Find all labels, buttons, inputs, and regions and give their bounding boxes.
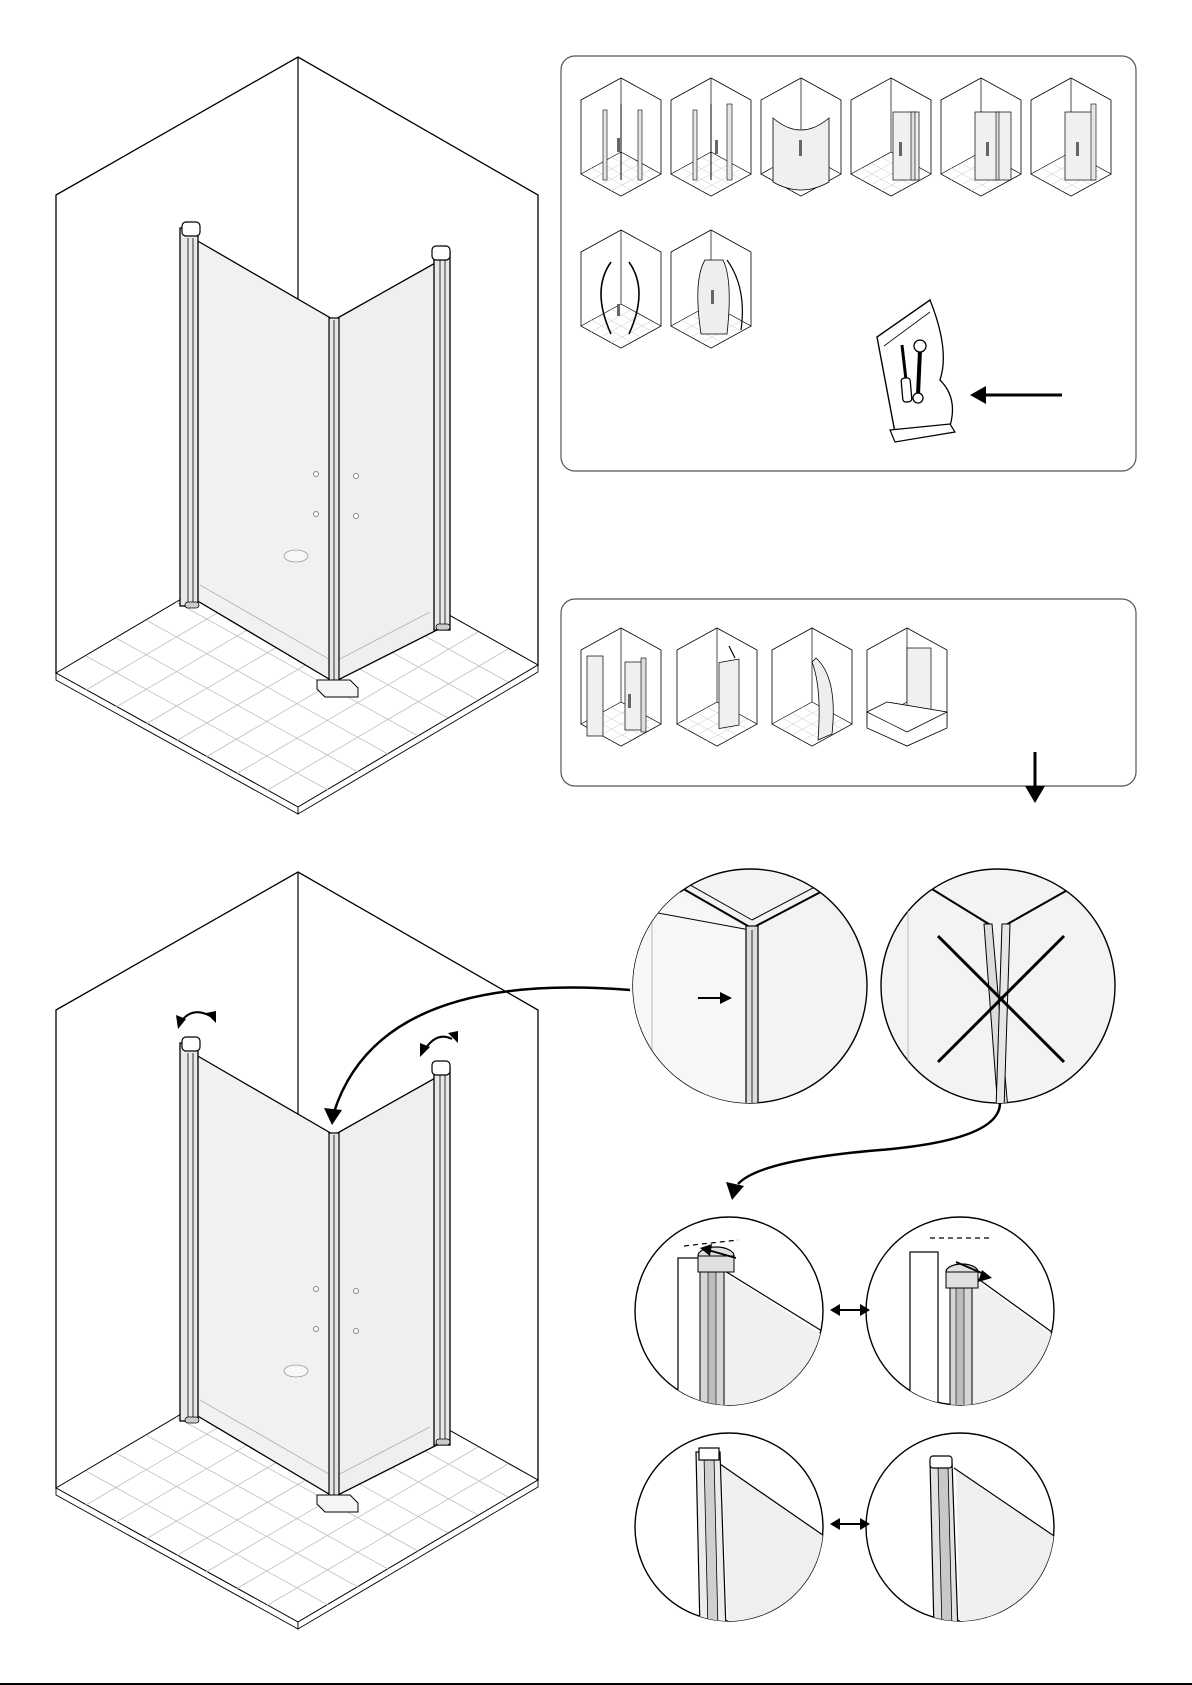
model-thumbnail [867, 628, 947, 746]
model-thumbnail [677, 628, 757, 746]
model-thumbnail [1031, 78, 1111, 196]
model-thumbnail [772, 628, 852, 746]
detail-wrong-joint [881, 862, 1115, 1110]
callout-arrow [726, 1103, 1000, 1200]
enclosure-overview-top [56, 57, 538, 814]
model-thumbnail [671, 78, 751, 196]
model-thumbnail [581, 230, 661, 348]
model-thumbnail [581, 78, 661, 196]
model-thumbnail [671, 230, 751, 348]
detail-hinge-top-left [635, 1217, 830, 1428]
model-thumbnail [851, 78, 931, 196]
detail-hinge-bottom-left [635, 1433, 830, 1630]
double-arrow-icon [830, 1304, 870, 1316]
model-thumbnail [761, 78, 841, 196]
other-models-panel [561, 599, 1136, 786]
enclosure-adjustment-bottom [56, 872, 538, 1629]
applicable-models-panel [561, 56, 1136, 471]
model-thumbnail [941, 78, 1021, 196]
detail-correct-joint [620, 858, 870, 1116]
detail-hinge-bottom-right [866, 1433, 1060, 1630]
model-thumbnail [581, 628, 661, 746]
detail-hinge-top-right [866, 1217, 1060, 1428]
double-arrow-icon [830, 1518, 870, 1530]
